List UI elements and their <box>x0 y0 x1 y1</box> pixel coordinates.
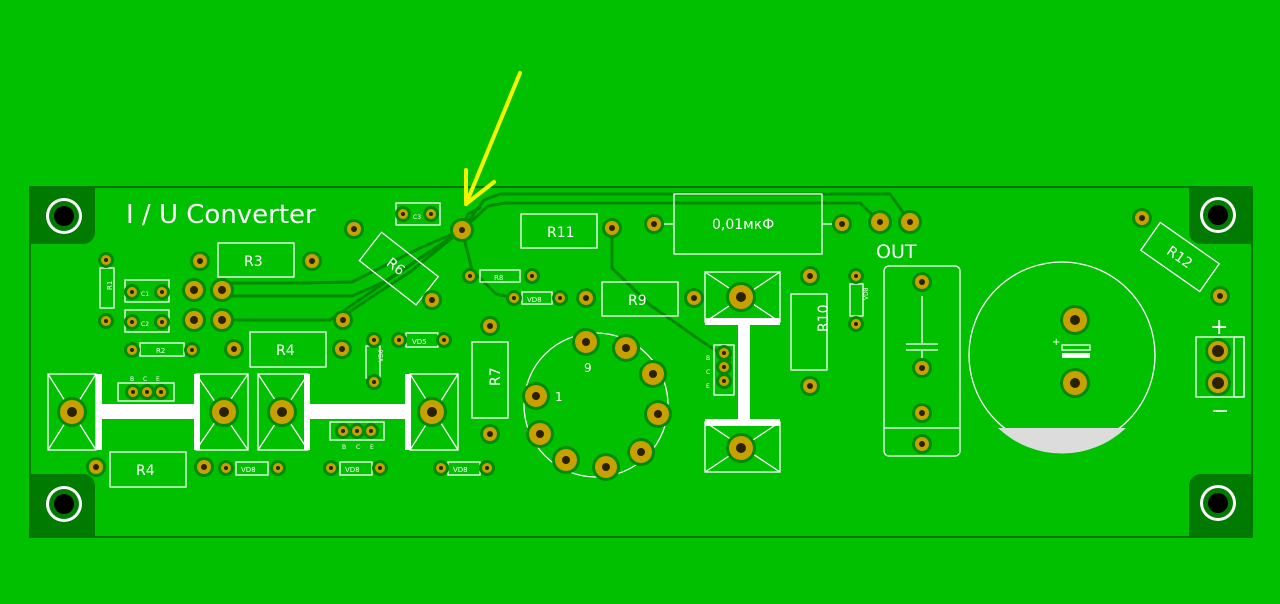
out-label: OUT <box>876 241 917 263</box>
resistor-r2: R2 <box>139 342 185 357</box>
mounting-hole-icon <box>1189 474 1251 536</box>
svg-text:VD8: VD8 <box>345 466 360 474</box>
svg-text:R10: R10 <box>816 304 832 332</box>
svg-text:VD6: VD6 <box>378 349 385 362</box>
svg-text:C3: C3 <box>413 214 421 221</box>
resistor-r8: R8 <box>479 269 521 283</box>
resistor-r3: R3 <box>217 242 295 278</box>
output-capacitor-small <box>883 265 961 457</box>
diode-vd8: VD8 <box>339 461 373 476</box>
pin-label-c: C <box>356 444 360 451</box>
svg-text:R7: R7 <box>488 367 504 386</box>
svg-text:C: C <box>143 376 147 383</box>
board-outline <box>29 186 1253 538</box>
svg-text:B: B <box>130 376 134 383</box>
mounting-hole-icon <box>31 188 95 244</box>
diode-vd8: VD8 <box>849 283 870 317</box>
diode-vd8: VD8 <box>235 461 269 476</box>
svg-text:R4: R4 <box>276 343 295 359</box>
output-terminal-block <box>1195 336 1245 398</box>
resistor-r10: R10 <box>790 293 832 371</box>
traces <box>220 192 912 362</box>
svg-text:E: E <box>156 376 160 383</box>
plus-label: + <box>1210 315 1228 340</box>
svg-text:VD8: VD8 <box>527 296 542 304</box>
resistor-r7: R7 <box>471 341 509 419</box>
minus-label: − <box>1211 399 1229 424</box>
svg-text:C: C <box>706 369 710 376</box>
mounting-hole-icon <box>31 474 95 536</box>
resistor-r4-bottom: R4 <box>109 451 187 488</box>
resistor-r9: R9 <box>601 281 679 317</box>
tube-pin-1-label: 1 <box>555 390 563 404</box>
svg-text:R2: R2 <box>156 347 165 355</box>
pin-label-e: E <box>370 444 374 451</box>
svg-text:VD8: VD8 <box>453 466 468 474</box>
svg-text:R1: R1 <box>106 281 114 290</box>
resistor-r1: R1 <box>99 267 115 309</box>
pads <box>57 206 1231 481</box>
tube-pin-9-label: 9 <box>584 361 592 375</box>
svg-text:C2: C2 <box>141 321 149 328</box>
svg-text:B: B <box>706 355 710 362</box>
board-title: I / U Converter <box>126 200 316 230</box>
resistor-r11: R11 <box>520 213 598 249</box>
svg-text:R4: R4 <box>136 463 155 479</box>
svg-text:VD8: VD8 <box>241 466 256 474</box>
svg-text:E: E <box>706 383 710 390</box>
power-transistor-right: BCE <box>704 271 781 473</box>
mounting-hole-icon <box>1189 188 1251 244</box>
resistor-r4-top: R4 <box>249 331 327 368</box>
pointer-arrow-icon <box>464 71 522 206</box>
svg-text:VD5: VD5 <box>412 338 427 346</box>
pin-label-b: B <box>342 444 346 451</box>
svg-text:VD8: VD8 <box>863 287 870 300</box>
svg-text:R9: R9 <box>628 293 647 309</box>
svg-text:C1: C1 <box>141 291 149 298</box>
svg-text:R8: R8 <box>494 274 503 282</box>
svg-text:+: + <box>1052 337 1060 348</box>
svg-text:0,01мкФ: 0,01мкФ <box>712 217 774 233</box>
electrolytic-capacitor-large: + <box>968 261 1156 454</box>
svg-text:R3: R3 <box>244 254 263 270</box>
svg-text:R11: R11 <box>547 225 575 241</box>
